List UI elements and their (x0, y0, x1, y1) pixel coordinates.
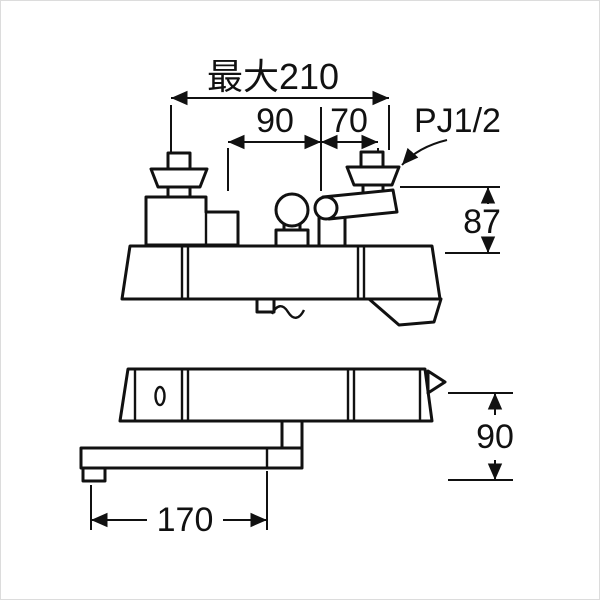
union-flange (149, 167, 209, 189)
dim-height-90: 90 (448, 392, 514, 481)
valve-body-front (118, 367, 447, 423)
body-outline (120, 244, 442, 301)
spout-riser (280, 419, 304, 450)
dim-max-width: 最大210 (170, 56, 390, 152)
dim-span-left-label: 90 (256, 102, 294, 140)
dim-span-right-label: 70 (330, 102, 368, 140)
leader-arrow (401, 139, 448, 166)
dim-height-87: 87 (400, 186, 501, 254)
dim-max-width-label: 最大210 (207, 56, 339, 97)
dim-height-upper-label: 87 (463, 203, 501, 241)
spout-pipe (79, 446, 304, 470)
hose-break-squiggle (270, 305, 306, 319)
union-stem (359, 150, 385, 169)
union-flange (345, 165, 401, 187)
diverter-pull-ring (274, 192, 310, 250)
crank-pivot (313, 195, 339, 221)
top-view (120, 150, 443, 327)
front-view (79, 367, 447, 483)
handle-tip (426, 369, 447, 395)
dim-height-lower-label: 90 (476, 418, 514, 456)
union-body-block (144, 195, 240, 247)
handle-lever-top (367, 297, 443, 327)
union-stem (166, 151, 192, 171)
left-wall-union (144, 151, 240, 247)
right-wall-union-crank (313, 150, 401, 248)
dim-spans: 90 70 (227, 102, 379, 191)
spout-outlet (81, 466, 107, 483)
dimension-annotations: 最大210 90 70 PJ1/2 87 (90, 56, 514, 539)
spout (79, 419, 304, 483)
dim-reach-170: 170 (90, 471, 268, 539)
thread-spec-label: PJ1/2 (414, 102, 501, 140)
valve-body-top (120, 244, 443, 327)
indicator-slot (154, 385, 166, 407)
dim-spout-reach-label: 170 (157, 501, 214, 539)
pull-ring (274, 192, 310, 228)
outlet-tab (255, 297, 276, 314)
body-outline (118, 367, 434, 423)
dim-thread-callout: PJ1/2 (401, 102, 501, 166)
